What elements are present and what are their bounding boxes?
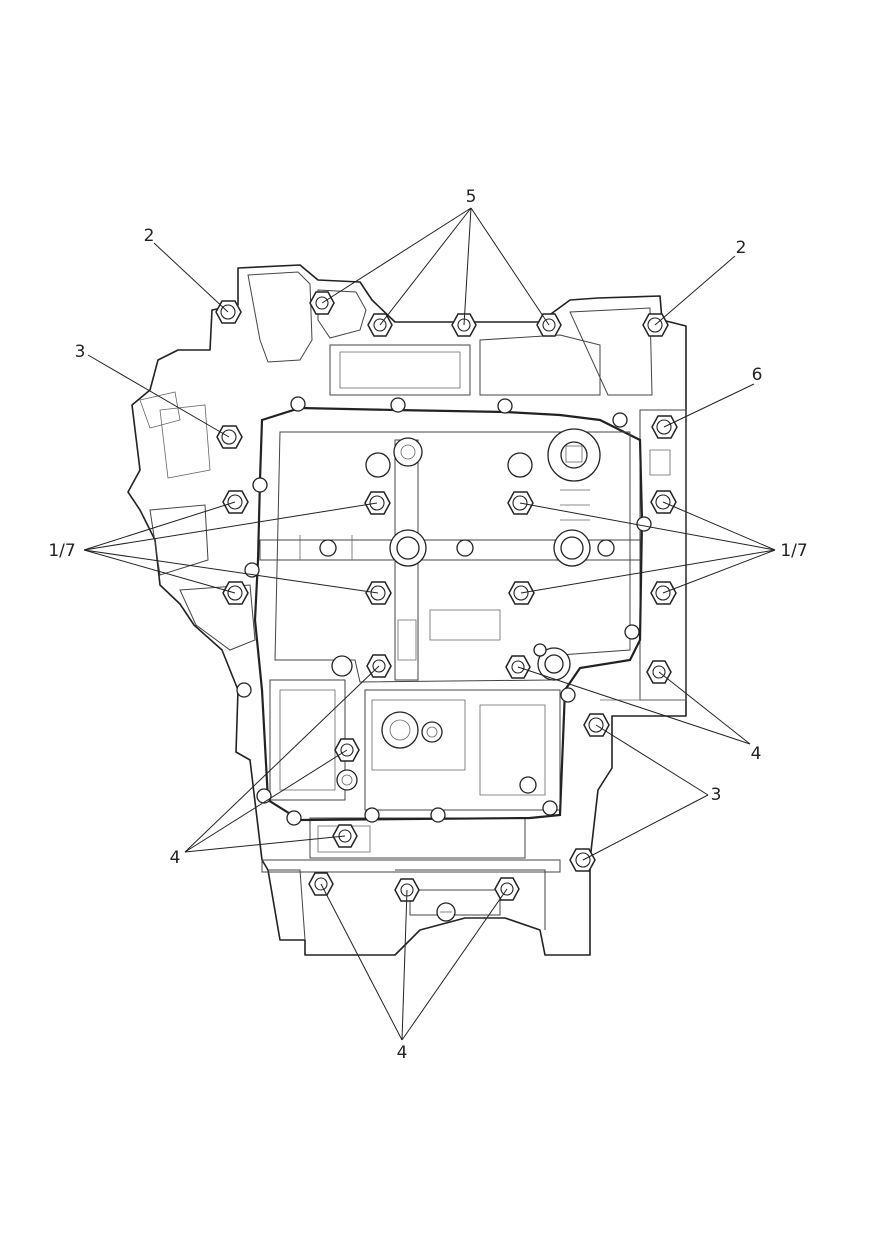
callout-5: 5 [466,187,477,207]
callout-3-left: 3 [75,342,86,362]
bolt [216,425,243,449]
callout-4-left: 4 [170,848,181,868]
bolt [222,581,249,605]
bolt [364,491,391,515]
bolt [222,490,249,514]
leader-lines [83,207,776,1041]
gasket-face [236,396,652,826]
callout-2-right: 2 [736,238,747,258]
bolt [569,848,596,872]
callout-3-right: 3 [711,785,722,805]
callout-2-left: 2 [144,226,155,246]
crankcase-outline [127,264,687,956]
callout-4-right: 4 [751,744,762,764]
callout-4-bottom: 4 [397,1043,408,1063]
callout-labels: 5 2 2 6 3 1/7 1/7 4 3 4 4 [48,187,807,1063]
callout-1-7-left: 1/7 [48,541,75,561]
callout-1-7-right: 1/7 [780,541,807,561]
callout-6: 6 [752,365,763,385]
bolt [365,581,392,605]
